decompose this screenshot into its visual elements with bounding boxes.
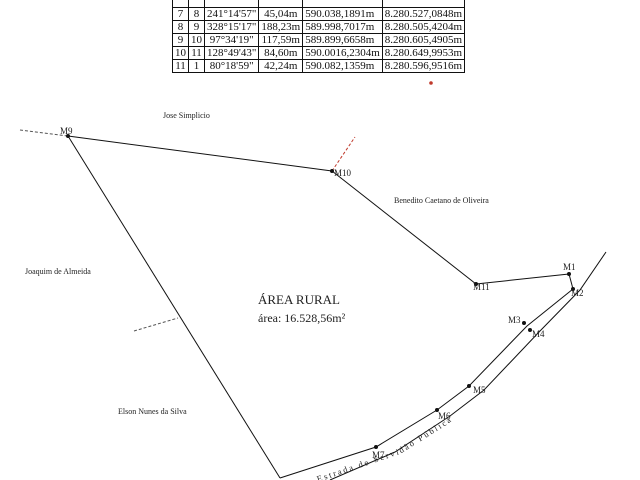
marker-m11-point bbox=[474, 282, 478, 286]
neighbor-dividers bbox=[19, 129, 356, 332]
marker-m9-point bbox=[66, 134, 70, 138]
table-cell-angle: 80°18'59" bbox=[203, 59, 260, 73]
area-value: área: 16.528,56m² bbox=[258, 311, 346, 325]
marker-points bbox=[66, 134, 575, 449]
table-cell-north: 8.280.596,9516m bbox=[381, 59, 466, 73]
marker-m3-label: M3 bbox=[508, 315, 521, 325]
marker-m4-label: M4 bbox=[532, 329, 545, 339]
neighbor-north-label: Jose Simplicio bbox=[163, 111, 210, 120]
stray-dot bbox=[429, 81, 433, 85]
marker-m6-label: M6 bbox=[438, 411, 451, 421]
marker-m6-point bbox=[435, 408, 439, 412]
neighbor-west-label: Joaquim de Almeida bbox=[25, 267, 91, 276]
marker-m9-label: M9 bbox=[60, 126, 73, 136]
boundary-m11-m1 bbox=[475, 273, 570, 285]
boundary-lines bbox=[67, 135, 574, 479]
marker-m2-point bbox=[571, 287, 575, 291]
road-outer-edge bbox=[329, 251, 607, 480]
boundary-m9-south bbox=[67, 135, 281, 479]
area-title: ÁREA RURAL bbox=[258, 292, 340, 307]
divider-m10-north bbox=[331, 136, 356, 172]
marker-m4-point bbox=[528, 328, 532, 332]
marker-m11-label: M11 bbox=[473, 282, 490, 292]
divider-m9-west bbox=[19, 129, 69, 137]
marker-m5-label: M5 bbox=[473, 385, 486, 395]
marker-m1-label: M1 bbox=[563, 262, 576, 272]
boundary-road-side bbox=[279, 288, 574, 479]
marker-m7-point bbox=[374, 445, 378, 449]
road-label-text: Estrada de Servidão Pública bbox=[315, 414, 452, 480]
table-cell-from: 11 bbox=[172, 59, 189, 73]
table-cell-east: 590.082,1359m bbox=[302, 59, 383, 73]
marker-m1-point bbox=[567, 272, 571, 276]
road-label: Estrada de Servidão Pública bbox=[315, 414, 454, 480]
marker-m2-label: M2 bbox=[571, 288, 584, 298]
boundary-m10-m11 bbox=[331, 170, 477, 285]
marker-m7-label: M7 bbox=[372, 450, 385, 460]
marker-m5-point bbox=[467, 384, 471, 388]
marker-m10-label: M10 bbox=[334, 168, 352, 178]
divider-west-southwest bbox=[133, 317, 179, 332]
table-cell-distance: 42,24m bbox=[258, 59, 304, 73]
marker-m3-point bbox=[522, 321, 526, 325]
neighbor-northeast-label: Benedito Caetano de Oliveira bbox=[394, 196, 489, 205]
marker-m10-point bbox=[330, 169, 334, 173]
boundary-m1-m2 bbox=[568, 273, 574, 290]
boundary-m9-m10 bbox=[67, 135, 333, 172]
neighbor-southwest-label: Elson Nunes da Silva bbox=[118, 407, 187, 416]
